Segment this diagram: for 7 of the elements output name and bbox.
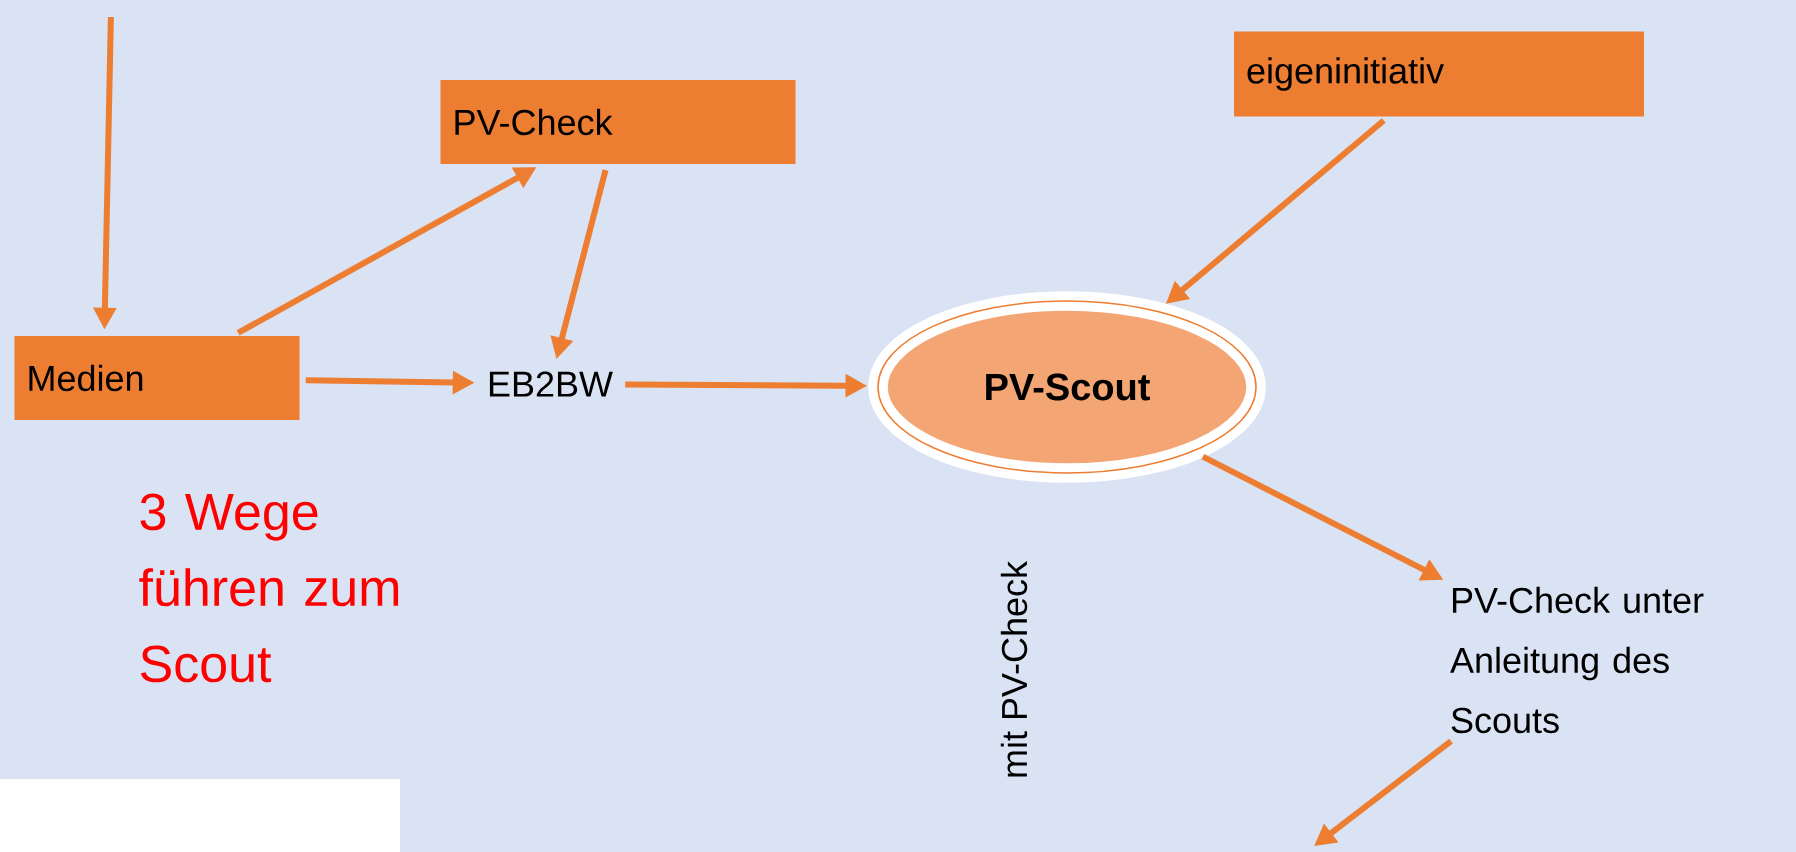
note-text: 3 Wege führen zum Scout <box>139 493 399 683</box>
process-box: Medien <box>14 336 300 420</box>
rotated-label: mit PV-Check <box>1000 560 1028 777</box>
node-text: EB2BW <box>489 371 613 397</box>
node-text: PV-Check unter Anleitung des Scouts <box>1450 586 1704 734</box>
process-box: eigeninitiativ <box>1234 31 1644 117</box>
process-box: PV-Check <box>440 80 796 164</box>
